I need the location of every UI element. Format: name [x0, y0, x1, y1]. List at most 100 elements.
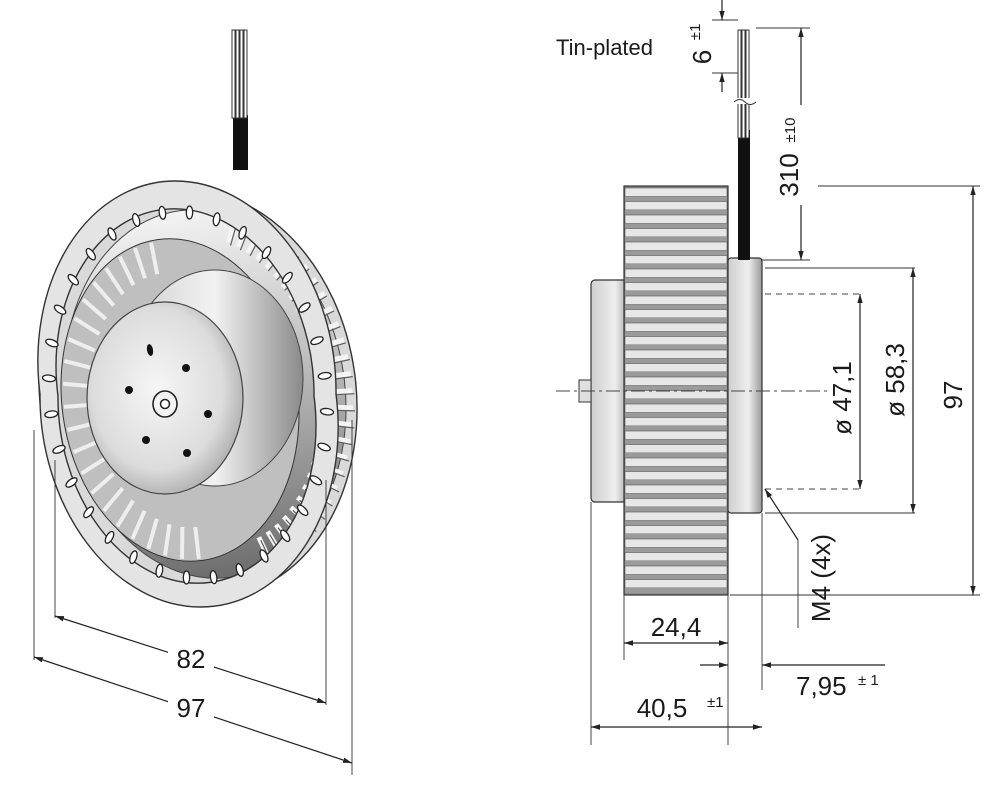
- side-blade: [624, 390, 728, 400]
- ring-hole: [44, 410, 59, 419]
- side-blade-shadow: [625, 479, 727, 485]
- side-blade-shadow: [625, 385, 727, 391]
- side-blade: [624, 241, 728, 251]
- ring-hole: [317, 442, 331, 452]
- shaft: [152, 390, 178, 418]
- dim-40-5-tol: ±1: [707, 694, 724, 711]
- side-blade-shadow: [625, 439, 727, 445]
- side-blade: [624, 295, 728, 305]
- ring-hole: [83, 506, 95, 519]
- inner-blade: [73, 316, 101, 336]
- hub-holes: [125, 344, 212, 457]
- inner-blade: [72, 439, 101, 455]
- dim-310-tol: ±10: [782, 118, 799, 143]
- ring-hole: [65, 477, 78, 488]
- ring-hole: [182, 570, 191, 585]
- inner-blade: [104, 267, 125, 296]
- dim-82: 82: [177, 644, 206, 674]
- side-blade: [624, 538, 728, 548]
- ring-hole: [104, 530, 115, 544]
- side-blade-shadow: [625, 466, 727, 472]
- side-blade: [624, 201, 728, 211]
- side-blade-shadow: [625, 560, 727, 566]
- side-blade: [624, 403, 728, 413]
- side-blade: [624, 228, 728, 238]
- side-blade-shadow: [625, 412, 727, 418]
- ring-hole: [259, 549, 269, 563]
- dim-7-95-tol: ± 1: [858, 672, 879, 689]
- ring-hole: [185, 205, 194, 220]
- inner-blade: [80, 456, 107, 476]
- dim-24-4: 24,4: [651, 612, 702, 642]
- ring-hole: [52, 444, 66, 454]
- side-blade-shadow: [625, 250, 727, 256]
- cable-side: [733, 29, 757, 260]
- side-blade-shadow: [625, 209, 727, 215]
- side-blade: [624, 268, 728, 278]
- inner-blade: [102, 486, 125, 513]
- side-blade-shadow: [625, 277, 727, 283]
- side-blade: [624, 255, 728, 265]
- inner-blade: [117, 255, 136, 286]
- ring-hole: [235, 563, 245, 577]
- side-blade: [624, 511, 728, 521]
- side-blade-shadow: [625, 196, 727, 202]
- ring-hole: [317, 371, 332, 380]
- side-blade-shadow: [625, 263, 727, 269]
- side-blade-shadow: [625, 493, 727, 499]
- side-blade: [624, 525, 728, 535]
- dim-dia-58: ø 58,3: [880, 343, 910, 417]
- side-blade-shadow: [625, 425, 727, 431]
- side-blade: [624, 349, 728, 359]
- dim-dia-47: ø 47,1: [827, 361, 857, 435]
- ring-hole: [158, 205, 167, 220]
- ring-hole: [209, 570, 218, 585]
- side-blade: [624, 457, 728, 467]
- ring-hole: [281, 271, 293, 284]
- side-blade: [624, 309, 728, 319]
- iso-dimensions: 82 97: [33, 420, 353, 775]
- side-blade-shadow: [625, 317, 727, 323]
- inner-blade: [62, 381, 92, 389]
- side-blade: [624, 579, 728, 589]
- ring-hole: [107, 227, 117, 241]
- side-blade: [624, 322, 728, 332]
- side-blade-shadow: [625, 533, 727, 539]
- ring-hole: [212, 212, 221, 227]
- inner-blade: [146, 518, 159, 550]
- side-blade: [624, 363, 728, 373]
- side-blade-shadow: [625, 223, 727, 229]
- side-blade: [624, 565, 728, 575]
- ring-hole: [310, 336, 324, 346]
- ring-hole: [45, 338, 59, 348]
- ring-hole: [309, 475, 323, 486]
- side-blade-shadow: [625, 236, 727, 242]
- side-blade-shadow: [625, 290, 727, 296]
- inner-blade: [193, 526, 201, 560]
- side-blade-shadow: [625, 331, 727, 337]
- side-blade-shadow: [625, 344, 727, 350]
- side-blade: [624, 498, 728, 508]
- side-blade: [624, 376, 728, 386]
- side-blade: [624, 444, 728, 454]
- side-blade: [624, 214, 728, 224]
- inner-blade: [149, 242, 160, 275]
- dim-6: 6: [687, 50, 717, 64]
- cable-isometric: [231, 29, 248, 170]
- front-ring: [37, 180, 339, 608]
- inner-blade: [63, 358, 93, 371]
- thread-callout: M4 (4x): [806, 534, 836, 622]
- side-blade-shadow: [625, 452, 727, 458]
- ring-hole: [296, 504, 309, 517]
- ring-hole: [53, 304, 67, 315]
- side-blade-shadow: [625, 371, 727, 377]
- ring-hole: [298, 302, 311, 313]
- side-dimensions: 6 ±1 Tin-plated 310 ±10 ø 47,1 ø 58,3 97…: [556, 0, 980, 745]
- dim-7-95: 7,95: [796, 671, 847, 701]
- ring-hole: [319, 407, 335, 416]
- ring-hole: [131, 213, 141, 227]
- ring-hole: [41, 374, 57, 383]
- side-blade-shadow: [625, 574, 727, 580]
- side-blade-shadow: [625, 520, 727, 526]
